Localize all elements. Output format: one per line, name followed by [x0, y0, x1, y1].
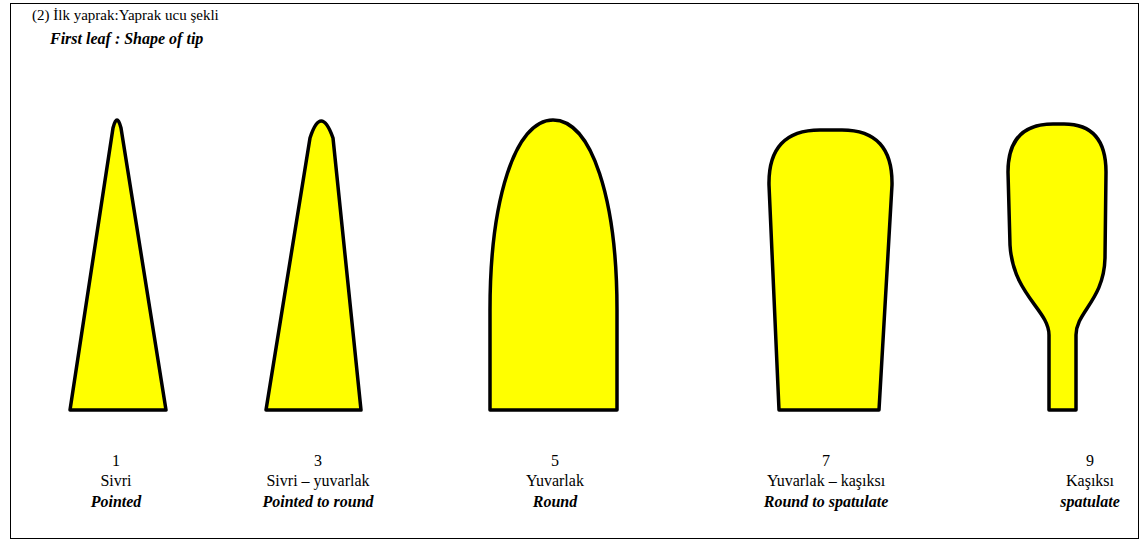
score-number: 3	[314, 452, 322, 470]
leaf-spatulate	[1008, 124, 1106, 410]
shape-name-tr: Sivri – yuvarlak	[266, 472, 369, 490]
shape-name-tr: Kaşıksı	[1066, 472, 1114, 490]
leaf-round	[490, 120, 617, 410]
score-number: 7	[822, 452, 830, 470]
score-number: 1	[112, 452, 120, 470]
frame	[11, 4, 1139, 539]
shape-name-en: Round	[533, 493, 577, 511]
score-number: 5	[551, 452, 559, 470]
leaf-pointed-to-round	[266, 121, 361, 410]
score-number: 9	[1086, 452, 1094, 470]
subtitle: First leaf : Shape of tip	[50, 30, 203, 48]
shape-name-en: spatulate	[1060, 493, 1120, 511]
shape-name-tr: Yuvarlak	[526, 472, 584, 490]
title: (2) İlk yaprak:Yaprak ucu şekli	[32, 7, 219, 24]
shape-name-en: Pointed to round	[262, 493, 373, 511]
leaf-round-to-spatulate	[769, 130, 892, 410]
shape-name-tr: Sivri	[100, 472, 131, 490]
shape-name-en: Round to spatulate	[764, 493, 888, 511]
leaf-pointed	[70, 120, 166, 410]
shape-name-tr: Yuvarlak – kaşıksı	[767, 472, 885, 490]
shape-name-en: Pointed	[91, 493, 142, 511]
